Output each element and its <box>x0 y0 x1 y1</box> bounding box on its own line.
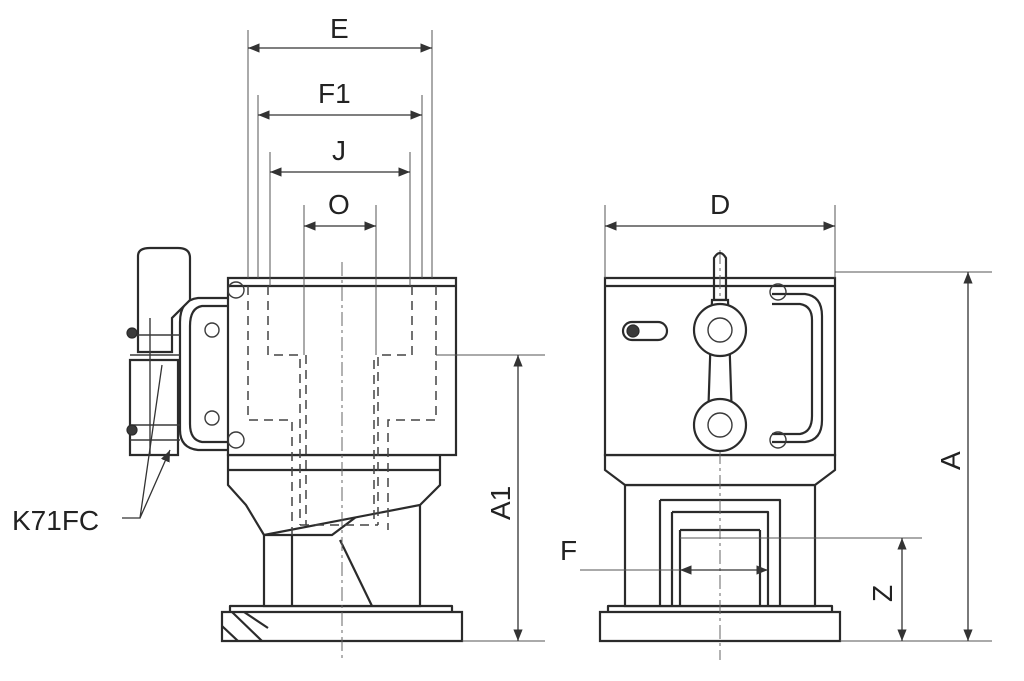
side-view: K71FC E F1 J O A1 <box>12 13 545 660</box>
k71fc-fitting-ribs <box>130 318 180 455</box>
front-window <box>658 498 782 606</box>
front-view: D A Z F <box>560 189 992 660</box>
k71fc-fitting-lower <box>128 358 180 457</box>
label-o: O <box>328 189 350 220</box>
side-handle <box>178 296 228 452</box>
side-base-chamfer <box>221 611 269 642</box>
k71fc-fitting-upper <box>136 246 192 354</box>
side-handle-pin-1 <box>204 322 220 338</box>
label-z: Z <box>867 585 898 602</box>
side-bolt-top <box>227 281 245 299</box>
side-hidden-core <box>300 355 378 526</box>
label-d: D <box>710 189 730 220</box>
label-a: A <box>935 451 966 470</box>
side-handle-inner <box>188 304 228 444</box>
front-plug-head <box>626 324 640 338</box>
front-eye-lower-inner <box>707 412 733 438</box>
front-handle <box>772 292 824 444</box>
label-f1: F1 <box>318 78 351 109</box>
side-handle-pin-2 <box>204 410 220 426</box>
front-bolt-1 <box>769 283 787 301</box>
k71fc-nut-2 <box>126 424 138 436</box>
label-j: J <box>332 135 346 166</box>
k71fc-nut-1 <box>126 327 138 339</box>
side-bolt-bottom <box>227 431 245 449</box>
label-f: F <box>560 535 577 566</box>
side-hidden-bore-outer <box>247 286 437 535</box>
k71fc-leader <box>122 364 170 519</box>
label-k71fc: K71FC <box>12 505 99 536</box>
front-eye-upper-inner <box>707 317 733 343</box>
label-a1: A1 <box>485 486 516 520</box>
front-eye-upper <box>692 302 748 358</box>
front-latch-pin <box>712 251 728 302</box>
label-e: E <box>330 13 349 44</box>
front-eye-lower <box>692 397 748 453</box>
side-stem-inner <box>290 535 373 607</box>
front-bolt-2 <box>769 431 787 449</box>
front-handle-inner <box>772 302 814 436</box>
side-hidden-bore-inner <box>267 286 413 525</box>
